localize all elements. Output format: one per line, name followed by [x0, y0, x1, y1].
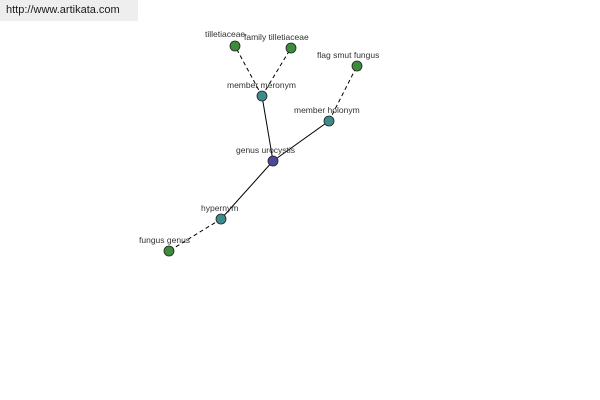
- node-genus-urocystis[interactable]: [267, 155, 279, 167]
- edge-genus-urocystis-to-hypernym: [220, 160, 274, 220]
- node-fungus-genus[interactable]: [163, 245, 175, 257]
- edge-member-meronym-to-family-tilletiaceae: [261, 47, 292, 97]
- graph-labels: genus urocystis member meronym member holo…: [139, 29, 379, 245]
- label-hypernym: hypernym: [201, 203, 238, 213]
- edge-genus-urocystis-to-member-meronym: [261, 95, 274, 162]
- node-member-meronym[interactable]: [256, 90, 268, 102]
- label-flag-smut-fungus: flag smut fungus: [317, 50, 379, 60]
- label-member-meronym: member meronym: [227, 80, 296, 90]
- node-family-tilletiaceae[interactable]: [285, 42, 297, 54]
- label-genus-urocystis: genus urocystis: [236, 145, 295, 155]
- label-member-holonym: member holonym: [294, 105, 360, 115]
- graph-nodes: [163, 40, 363, 257]
- node-tilletiaceae[interactable]: [229, 40, 241, 52]
- edge-member-meronym-to-tilletiaceae: [234, 45, 263, 97]
- edge-member-holonym-to-flag-smut-fungus: [328, 65, 358, 122]
- node-flag-smut-fungus[interactable]: [351, 60, 363, 72]
- node-member-holonym[interactable]: [323, 115, 335, 127]
- graph-edges: [168, 45, 358, 252]
- edge-hypernym-to-fungus-genus: [168, 218, 222, 252]
- label-family-tilletiaceae: family tilletiaceae: [244, 32, 309, 42]
- label-tilletiaceae: tilletiaceae: [205, 29, 245, 39]
- watermark-url: http://www.artikata.com: [0, 0, 138, 21]
- edge-genus-urocystis-to-member-holonym: [272, 120, 330, 162]
- label-fungus-genus: fungus genus: [139, 235, 190, 245]
- node-hypernym[interactable]: [215, 213, 227, 225]
